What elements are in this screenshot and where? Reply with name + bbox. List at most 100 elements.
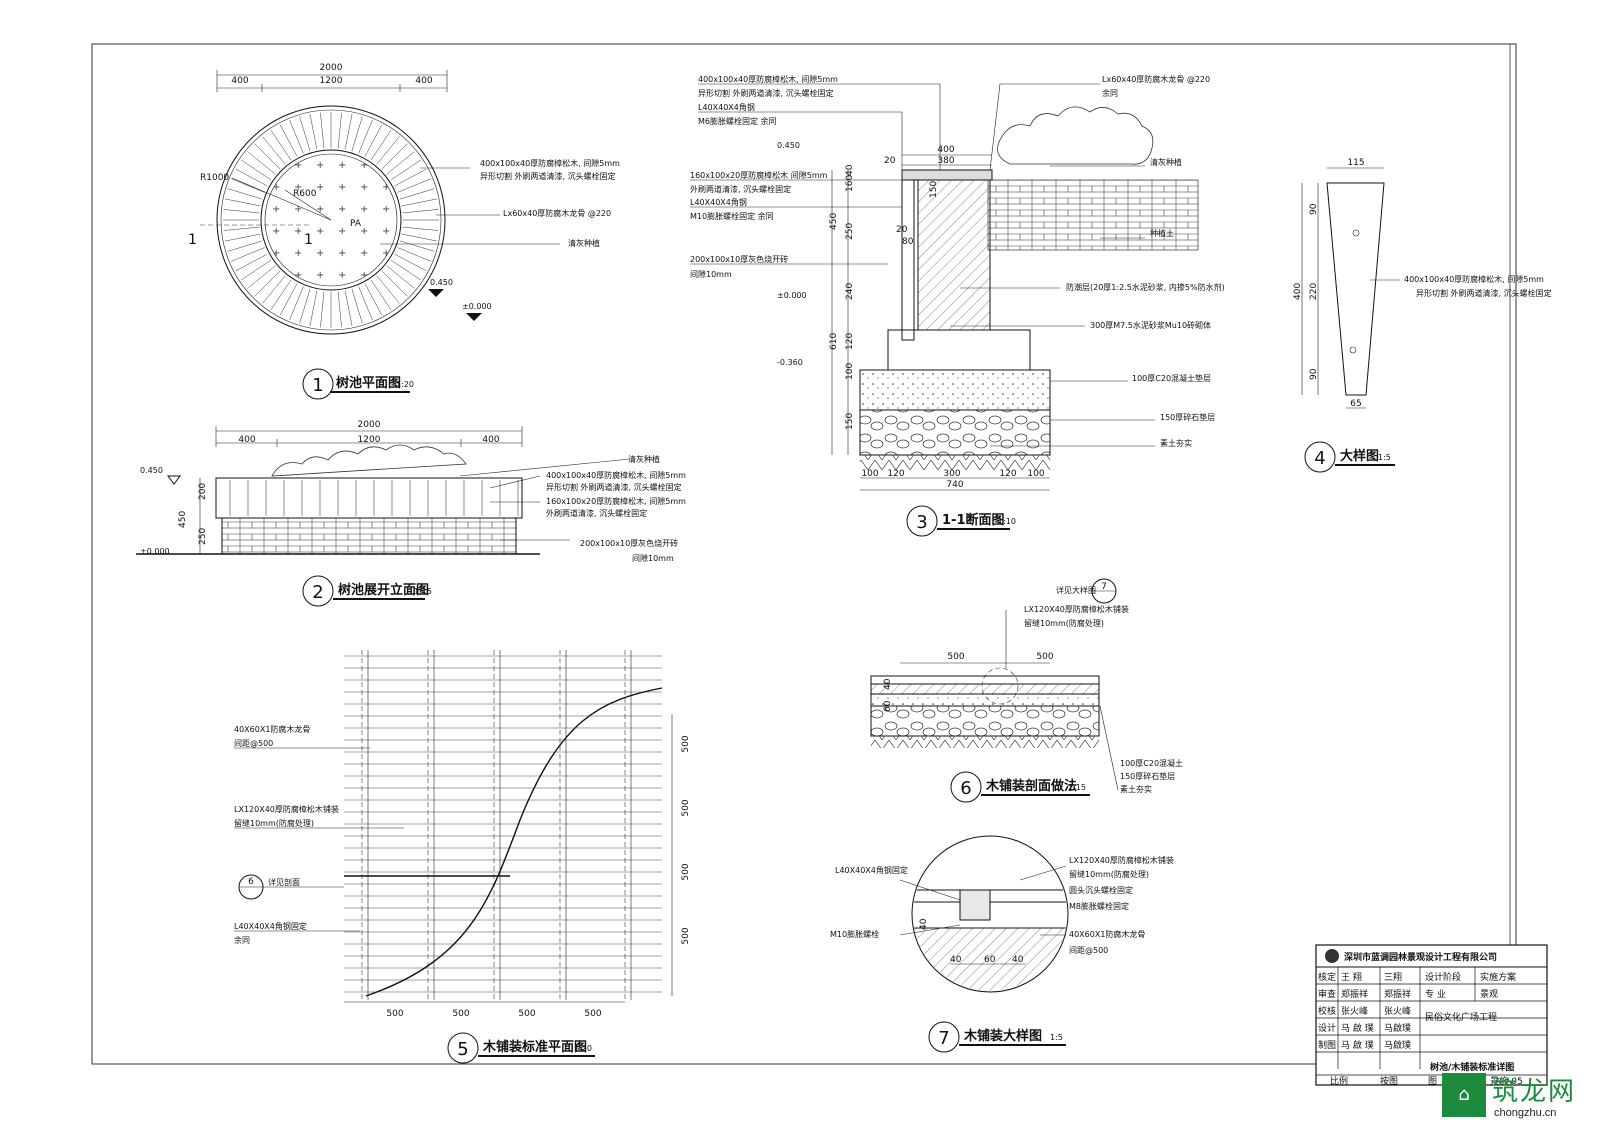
- fig6-section: 500 500 40 60 7 详见大样图 LX120X40厚防腐樟松木铺装 留…: [870, 578, 1183, 803]
- fig3-number: 3: [916, 512, 927, 533]
- fig5-note-4: 留缝10mm(防腐处理): [234, 818, 314, 828]
- fig5-note-6: L40X40X4角钢固定: [234, 921, 307, 931]
- fig1-radius-inner: R600: [293, 189, 317, 199]
- fig7-note-7: 40X60X1防腐木龙骨: [1069, 929, 1145, 939]
- fig7-note-3: LX120X40厚防腐樟松木铺装: [1069, 855, 1174, 865]
- fig5-note-7: 余同: [234, 935, 250, 945]
- title-block: 深圳市蓝调园林景观设计工程有限公司 核定王 翔三翔设计阶段实施方案审查郑振祥郑振…: [1315, 944, 1548, 1087]
- tb-cell: 专 业: [1425, 988, 1446, 1000]
- slat-line: [397, 247, 431, 262]
- fig4-note-1: 400x100x40厚防腐樟松木, 间隙5mm: [1404, 274, 1544, 284]
- slat-line: [397, 178, 431, 193]
- slat-line: [254, 143, 281, 170]
- slat-line: [337, 112, 342, 149]
- fig4-number: 4: [1314, 448, 1325, 469]
- fig2-dim-mid: 1200: [358, 435, 381, 445]
- tb-cell: 实施方案: [1480, 971, 1516, 983]
- fig6-vdim-2: 60: [883, 700, 893, 712]
- fig4-bottom: 65: [1350, 399, 1361, 409]
- fig3-rnote-3: 清灰种植: [1150, 157, 1182, 167]
- fig7-dim-1: 40: [950, 955, 962, 965]
- tb-cell: 王 翔: [1341, 971, 1362, 983]
- fig6-note-3: 留缝10mm(防腐处理): [1024, 618, 1104, 628]
- fig3-elev-3: -0.360: [777, 358, 803, 367]
- fig2-dim-total: 2000: [358, 420, 381, 430]
- fig2-vdim-1: 200: [198, 483, 208, 500]
- slat-line: [344, 290, 353, 326]
- fig2-elevation: 2000 400 1200 400 0.450 ±0.000 200 450 2…: [136, 420, 686, 607]
- slat-line: [401, 233, 437, 242]
- fig3-lnote-9: 200x100x10厚灰色烧开砖: [690, 254, 788, 264]
- fig1-dim-total: 2000: [320, 63, 343, 73]
- slat-line: [225, 198, 261, 207]
- fig6-dim-1: 500: [947, 652, 964, 662]
- fig2-elev1: 0.450: [140, 466, 163, 475]
- slat-line: [381, 270, 408, 297]
- fig3-small-80: 80: [902, 237, 914, 247]
- tb-cell: 景观: [1480, 989, 1498, 1000]
- tb-cell: 马 啟 璞: [1341, 1039, 1374, 1051]
- fig3-lnote-10: 间隙10mm: [690, 269, 732, 279]
- fig3-lnote-6: 外刷两道清漆, 沉头螺栓固定: [690, 184, 791, 194]
- fig4-vdim-total: 400: [1293, 283, 1303, 300]
- fig1-cut-right: 1: [304, 232, 313, 248]
- fig3-rnote-2: 余同: [1102, 88, 1118, 98]
- tb-project: 民俗文化广场工程: [1425, 1011, 1497, 1023]
- fig1-note-1: 400x100x40厚防腐樟松木, 间隙5mm: [480, 158, 620, 168]
- fig6-callout: 7: [1101, 582, 1107, 592]
- tb-cell: 郑振祥: [1384, 988, 1411, 1000]
- fig3-vdim: 240: [845, 283, 855, 300]
- fig5-note-1: 40X60X1防腐木龙骨: [234, 724, 310, 734]
- fig1-tree-pool-plan: 2000 400 1200 400 R1000 R600 PA 1 1 0.45…: [188, 63, 620, 400]
- fig7-detail-circle: 40 60 40 40 L40X40X4角钢固定 M10膨胀螺栓 LX120X4…: [830, 835, 1174, 1053]
- fig6-note-6: 素土夯实: [1120, 784, 1152, 794]
- slat-line: [364, 124, 383, 157]
- slat-line: [344, 114, 353, 150]
- fig3-rnote-5: 防潮层(20厚1:2.5水泥砂浆, 内掺5%防水剂): [1066, 282, 1225, 292]
- fig3-lnote-7: L40X40X4角钢: [690, 197, 747, 207]
- fig2-note-3: 异形切割 外刷两道清漆, 沉头螺栓固定: [546, 482, 682, 492]
- fig3-top-380: 380: [937, 156, 954, 166]
- fig3-bottom-dim: 100: [861, 469, 878, 479]
- slat-line: [231, 247, 265, 262]
- fig7-vdim: 40: [919, 918, 929, 930]
- fig1-note-4: 清灰种植: [568, 238, 600, 248]
- tb-cell: 郑振祥: [1341, 988, 1368, 1000]
- slat-line: [262, 136, 286, 165]
- fig3-vdim: 160: [845, 175, 855, 192]
- leader-line: [698, 111, 903, 182]
- tb-cell: 设计: [1318, 1022, 1336, 1034]
- fig2-dim-left: 400: [238, 435, 255, 445]
- fig6-scale: 1:15: [1068, 783, 1086, 792]
- fig7-note-8: 间距@500: [1069, 946, 1108, 955]
- fig6-title: 木铺装剖面做法: [985, 778, 1077, 794]
- fig3-lnote-8: M10膨胀螺栓固定 余同: [690, 211, 774, 221]
- fig3-vdim: 450: [829, 213, 839, 230]
- fig2-elev2: ±0.000: [140, 547, 170, 556]
- slat-line: [289, 286, 304, 320]
- fig7-note-4: 留缝10mm(防腐处理): [1069, 869, 1149, 879]
- fig4-top: 115: [1347, 158, 1364, 168]
- slat-line: [364, 283, 383, 316]
- fig3-small-150: 150: [929, 181, 939, 198]
- slat-line: [399, 188, 435, 200]
- tb-footer-cell: 图: [1428, 1076, 1437, 1087]
- fig1-dim-mid: 1200: [320, 76, 343, 86]
- tb-cell: 三翔: [1384, 971, 1402, 983]
- slat-line: [386, 265, 415, 289]
- fig6-dim-2: 500: [1036, 652, 1053, 662]
- fig2-dim-right: 400: [482, 435, 499, 445]
- fig3-vdim: 610: [829, 333, 839, 350]
- fig2-note-6: 200x100x10厚灰色烧开砖: [580, 538, 678, 548]
- slat-line: [386, 151, 415, 175]
- fig7-dim-2: 60: [984, 955, 996, 965]
- tb-company: 深圳市蓝调园林景观设计工程有限公司: [1344, 951, 1497, 963]
- fig4-detail: 115 65 400 90 220 90 400x100x40厚防腐樟松木, 间…: [1293, 158, 1552, 473]
- tb-cell: 张火峰: [1384, 1006, 1411, 1017]
- fig3-small-20: 20: [896, 225, 908, 235]
- fig3-bottom-dim: 100: [1027, 469, 1044, 479]
- fig3-elev-1: 0.450: [777, 141, 800, 150]
- slat-line: [390, 259, 421, 281]
- fig2-note-4: 160x100x20厚防腐樟松木, 间隙5mm: [546, 496, 686, 506]
- slat-line: [247, 151, 276, 175]
